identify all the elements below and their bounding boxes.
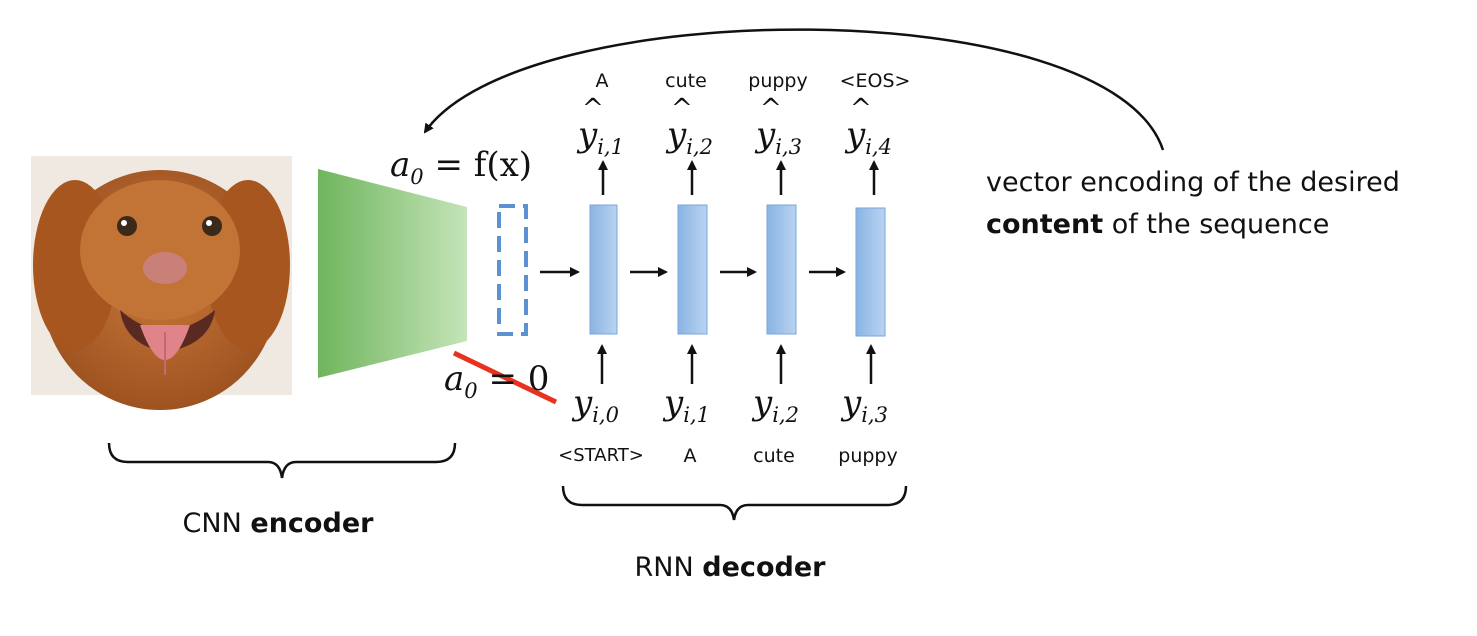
output-symbol-4: yi,4 bbox=[846, 96, 892, 158]
cnn-encoder-shape bbox=[318, 169, 467, 378]
decoder-brace bbox=[561, 485, 908, 521]
output-symbol-1: yi,1 bbox=[578, 96, 624, 158]
output-symbol-2: yi,2 bbox=[667, 96, 713, 158]
rnn-cell-1 bbox=[589, 204, 618, 335]
a0-zero-equation: a0 = 0 bbox=[444, 359, 550, 403]
feedback-arrow bbox=[423, 28, 1165, 151]
decoder-label: RNN decoder bbox=[634, 552, 826, 583]
output-word-3: puppy bbox=[748, 70, 808, 92]
strike-line bbox=[452, 350, 558, 405]
dog-image bbox=[31, 156, 292, 410]
content-note-line-2: content of the sequence bbox=[986, 209, 1330, 240]
output-symbol-3: yi,3 bbox=[756, 96, 802, 158]
input-word-1: <START> bbox=[558, 445, 644, 466]
encoder-brace bbox=[107, 442, 457, 479]
content-note-line-1: vector encoding of the desired bbox=[986, 167, 1400, 198]
rnn-cell-4 bbox=[855, 207, 886, 337]
initial-state-box bbox=[497, 204, 528, 336]
a0-init-equation: a0 = f(x) bbox=[390, 145, 533, 189]
input-arrows bbox=[597, 344, 876, 384]
output-word-1: A bbox=[595, 70, 609, 92]
output-word-4: <EOS> bbox=[839, 70, 911, 92]
input-symbol-4: yi,3 bbox=[842, 383, 888, 427]
rnn-cell-2 bbox=[677, 204, 708, 335]
rnn-cell-3 bbox=[766, 204, 797, 335]
output-arrows bbox=[598, 160, 879, 195]
input-word-3: cute bbox=[753, 445, 795, 467]
encoder-label: CNN encoder bbox=[182, 508, 374, 539]
input-symbol-1: yi,0 bbox=[573, 383, 619, 427]
input-symbol-2: yi,1 bbox=[664, 383, 710, 427]
input-word-4: puppy bbox=[838, 445, 898, 467]
content-note: vector encoding of the desired content o… bbox=[986, 162, 1400, 246]
input-word-2: A bbox=[683, 445, 697, 467]
output-word-2: cute bbox=[665, 70, 707, 92]
input-symbol-3: yi,2 bbox=[753, 383, 799, 427]
